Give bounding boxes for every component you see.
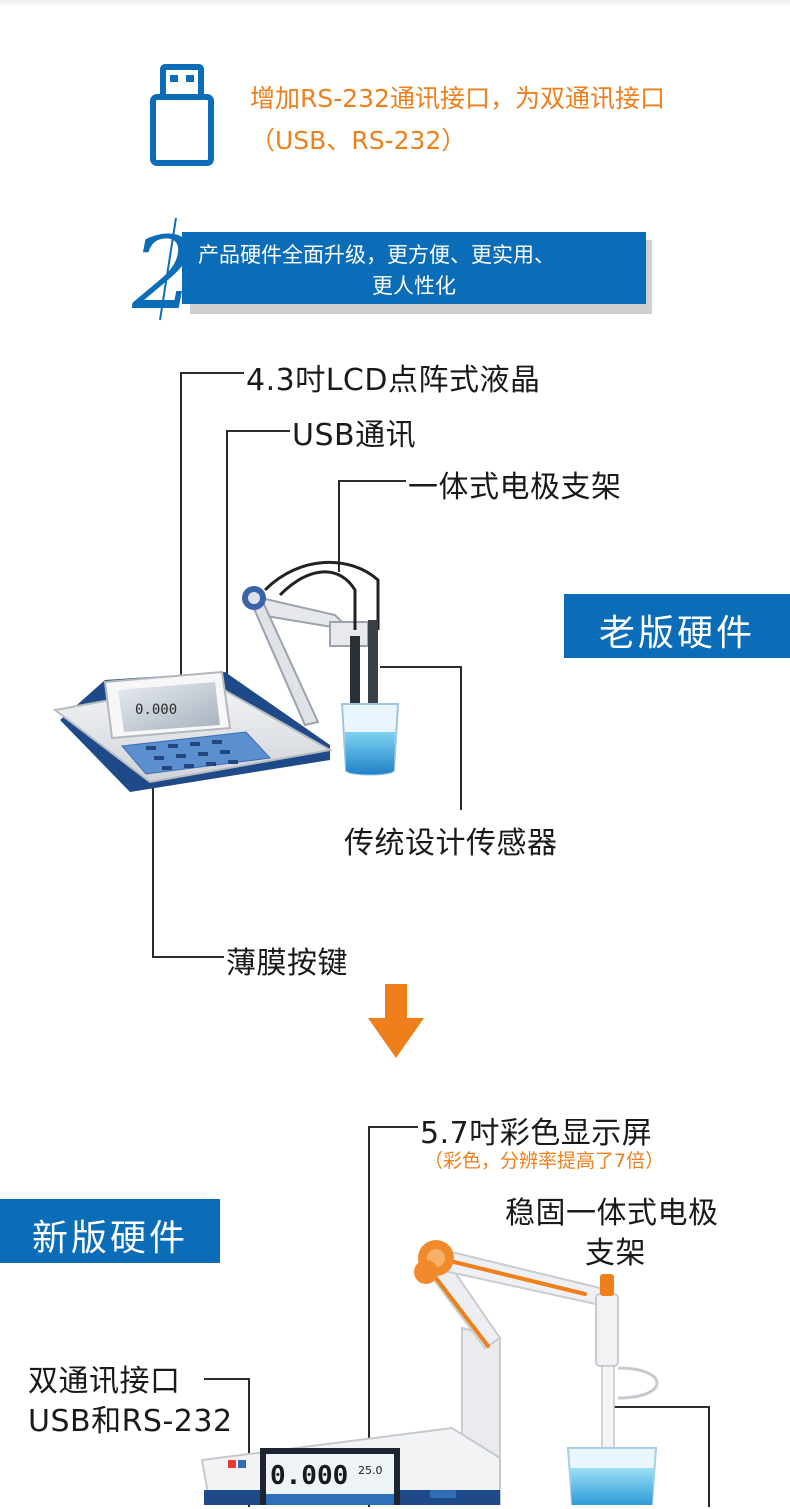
- line-sensor: [380, 666, 462, 810]
- line-display: [368, 1126, 418, 1507]
- callout-comm-line2: USB和RS-232: [28, 1404, 233, 1439]
- old-meter-illustration: 0.000: [50, 560, 410, 820]
- new-screen-temp: 25.0: [358, 1464, 383, 1477]
- old-screen-reading: 0.000: [135, 702, 177, 718]
- arrow-down-icon: [368, 984, 424, 1058]
- usb-feature-line2: （USB、RS-232）: [250, 126, 467, 155]
- callout-display: 5.7吋彩色显示屏: [420, 1116, 653, 1151]
- usb-feature-text: 增加RS-232通讯接口，为双通讯接口 （USB、RS-232）: [250, 78, 665, 162]
- old-hardware-badge-label: 老版硬件: [598, 613, 755, 654]
- line-lcd: [180, 372, 244, 692]
- top-fade: [0, 0, 790, 8]
- callout-comm-line1: 双通讯接口: [28, 1364, 181, 1399]
- line-usb: [226, 430, 290, 690]
- line-sensor-new: [612, 1406, 710, 1507]
- new-hardware-badge-label: 新版硬件: [31, 1218, 188, 1259]
- callout-holder: 一体式电极支架: [408, 470, 622, 505]
- callout-display-note: （彩色，分辨率提高了7倍）: [424, 1150, 665, 1172]
- usb-feature-line1: 增加RS-232通讯接口，为双通讯接口: [250, 84, 665, 113]
- callout-lcd: 4.3吋LCD点阵式液晶: [246, 363, 541, 398]
- section-banner-line2: 更人性化: [372, 274, 456, 298]
- usb-drive-icon: [150, 64, 214, 166]
- callout-usb: USB通讯: [292, 418, 417, 453]
- line-comm: [204, 1378, 250, 1507]
- callout-holder-new-line1: 稳固一体式电极: [505, 1196, 719, 1231]
- line-keys: [152, 760, 224, 958]
- section-banner-line1: 产品硬件全面升级，更方便、更实用、: [198, 243, 555, 267]
- line-holder: [338, 480, 406, 572]
- callout-holder-new-line2: 支架: [585, 1236, 646, 1271]
- new-screen-reading: 0.000: [270, 1461, 348, 1491]
- callout-keys: 薄膜按键: [226, 946, 348, 981]
- section-banner: 产品硬件全面升级，更方便、更实用、 更人性化: [182, 232, 646, 304]
- old-hardware-badge: 老版硬件: [564, 594, 790, 658]
- callout-sensor: 传统设计传感器: [344, 826, 558, 861]
- new-meter-illustration: 0.000 25.0: [200, 1228, 690, 1506]
- new-hardware-badge: 新版硬件: [0, 1199, 220, 1263]
